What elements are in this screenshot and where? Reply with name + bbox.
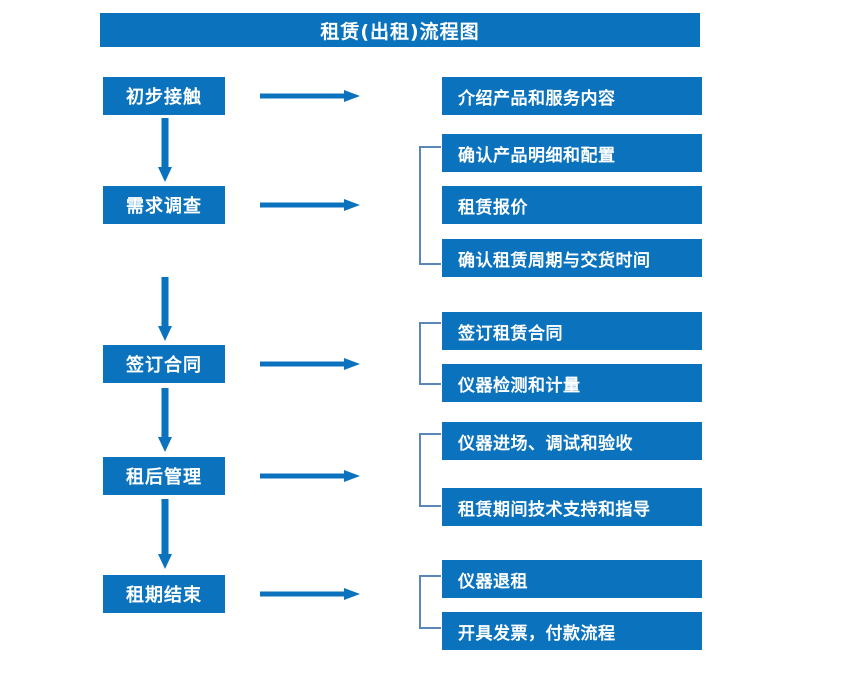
arrow-zuhouguanli-to-yiqijinchang-icon (260, 469, 360, 483)
arrow-zuhouguanli-to-zuqijieshu-icon (157, 499, 172, 569)
detail-box-7[interactable]: 仪器进场、调试和验收 (442, 422, 702, 460)
detail-box-5[interactable]: 签订租赁合同 (442, 312, 702, 350)
detail-box-9[interactable]: 仪器退租 (442, 560, 702, 598)
stage-box-3[interactable]: 签订合同 (103, 345, 225, 383)
detail-box-8[interactable]: 租赁期间技术支持和指导 (442, 488, 702, 526)
stage-box-4[interactable]: 租后管理 (103, 457, 225, 495)
stage-box-5[interactable]: 租期结束 (103, 575, 225, 613)
arrow-qiandinghetong-to-qiandingzulin-icon (260, 357, 360, 371)
bracket-qiandinghetong-group (419, 322, 441, 385)
arrow-qiandinghetong-to-zuhouguanli-icon (157, 388, 172, 452)
arrow-zuqijieshu-to-yiqituizu-icon (260, 587, 360, 601)
stage-box-1[interactable]: 初步接触 (103, 77, 225, 115)
detail-box-4[interactable]: 确认租赁周期与交货时间 (442, 239, 702, 277)
bracket-zuqijieshu-group (419, 575, 441, 629)
flowchart-title: 租赁(出租)流程图 (100, 13, 700, 47)
arrow-xuqiudiaocha-to-queren-icon (260, 198, 360, 212)
arrow-chuburjiechu-to-jieshaochanpin-icon (260, 89, 360, 103)
bracket-zuhouguanli-group (419, 433, 441, 507)
stage-box-2[interactable]: 需求调查 (103, 186, 225, 224)
detail-box-10[interactable]: 开具发票，付款流程 (442, 612, 702, 650)
arrow-xuqiudiaocha-to-qiandinghetong-icon (157, 277, 172, 341)
detail-box-6[interactable]: 仪器检测和计量 (442, 364, 702, 402)
detail-box-1[interactable]: 介绍产品和服务内容 (442, 77, 702, 115)
detail-box-2[interactable]: 确认产品明细和配置 (442, 134, 702, 172)
detail-box-3[interactable]: 租赁报价 (442, 186, 702, 224)
arrow-chuburjiechu-to-xuqiudiaocha-icon (157, 118, 172, 182)
bracket-xuqiudiaocha-group (419, 146, 441, 265)
